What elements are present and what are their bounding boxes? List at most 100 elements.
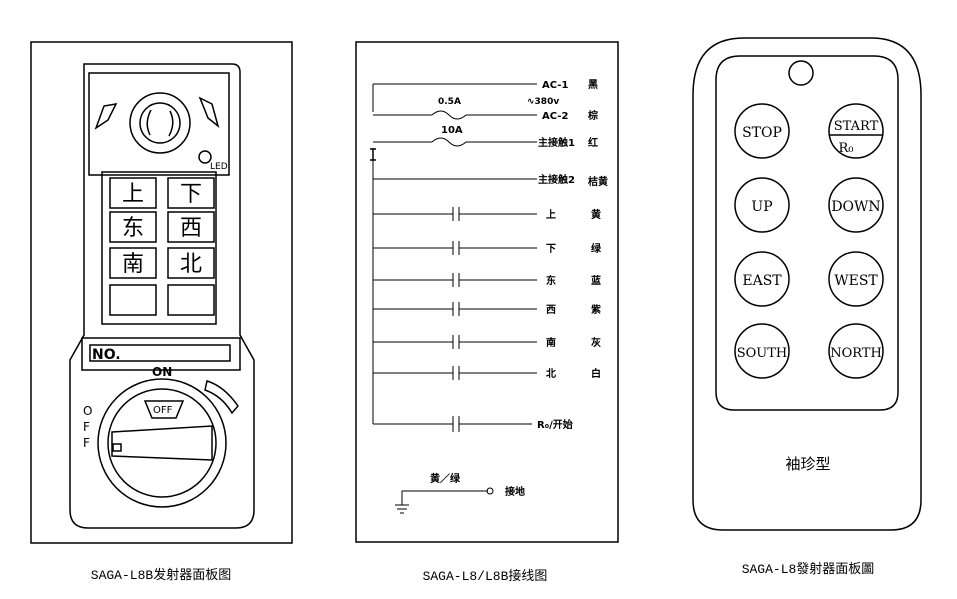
no-label-box [89,344,231,362]
switch-label-4: 南 [546,336,556,349]
off-indicator-label: OFF [153,405,173,416]
fuse1-label: 0.5A [438,97,461,107]
fuse2-symbol [431,137,467,147]
switch-row-2 [373,273,537,287]
switch-color-1: 绿 [591,242,602,255]
left-button-4[interactable] [109,247,157,279]
switch-color-5: 白 [591,367,601,380]
no-label: NO. [92,347,121,363]
off-indicator-box [143,400,185,419]
right-button-label-west: WEST [834,273,878,289]
on-label: ON [152,365,172,379]
right-button-up[interactable] [734,177,790,233]
switch-label-2: 东 [546,274,556,287]
off-side-f1: F [83,420,90,434]
right-button-stop[interactable] [734,103,790,159]
left-button-label-0: 上 [122,182,144,207]
switch-label-1: 下 [546,243,556,255]
start-sub-label: R₀ [839,141,854,156]
right-arrow-icon [198,96,220,129]
on-arrow-icon [204,380,239,415]
bus-terminal [370,148,376,161]
right-button-label-up: UP [751,199,772,215]
left-button-7[interactable] [167,284,215,316]
switch-color-3: 紫 [591,303,601,316]
left-button-grid: 上下东西南北 [109,177,215,316]
switch-row-1 [373,241,537,255]
fuse2-label: 10A [441,125,463,136]
left-button-2[interactable] [109,211,157,243]
right-transmitter-panel [692,37,922,531]
ac1-line [372,83,537,112]
right-button-south[interactable] [734,323,790,379]
switch-rows [373,207,537,380]
ac2-label: AC-2 [542,111,568,122]
right-button-label-stop: STOP [742,125,782,141]
ground-label: 接地 [505,485,525,498]
right-button-down[interactable] [828,177,884,233]
right-button-start[interactable] [828,103,884,159]
ac1-label: AC-1 [542,80,568,91]
middle-panel-frame [355,41,619,543]
switch-marker [112,443,122,452]
left-device-body [69,63,255,529]
switch-color-0: 黄 [591,208,601,221]
right-button-label-north: NORTH [830,346,882,361]
off-side-f2: F [83,436,90,450]
switch-color-2: 蓝 [591,274,601,287]
right-panel-frame [692,37,922,531]
rotation-knob-inner [139,102,181,144]
switch-row-0 [373,207,537,221]
left-button-label-4: 南 [122,252,144,277]
left-button-0[interactable] [109,177,157,209]
left-button-label-3: 西 [180,216,202,241]
switch-color-4: 灰 [591,336,601,349]
button-area [101,171,217,325]
contact-2-label: 主接触2 [538,173,575,186]
left-transmitter-panel: 上下东西南北 [30,41,293,544]
right-button-label-down: DOWN [831,199,880,215]
switch-row-5 [373,366,537,380]
middle-caption: SAGA-L8/L8B接线图 [423,568,548,584]
ground-terminal [486,487,494,495]
ac2-color: 棕 [587,109,598,122]
left-button-1[interactable] [167,177,215,209]
lanyard-hole [788,60,814,86]
led-indicator [198,150,212,164]
start-label: R₀/开始 [537,418,573,431]
switch-row-4 [373,335,537,349]
rotate-arrow-icon-2 [168,110,174,137]
wiring-texts: AC-1 黑 ∿380v AC-2 棕 0.5A 10A 主接触1 红 主接触2… [430,79,608,498]
right-caption: SAGA-L8發射器面板圖 [742,561,875,577]
led-label: LED [210,162,228,172]
left-top-control [88,72,230,176]
key-switch-outer [97,378,227,508]
left-button-3[interactable] [167,211,215,243]
left-arrow-icon [94,103,118,130]
right-button-label-south: SOUTH [737,346,788,361]
wiring-diagram-panel [355,41,619,543]
left-button-6[interactable] [109,284,157,316]
left-caption: SAGA-L8B发射器面板图 [91,567,231,583]
rotate-arrow-icon [146,109,152,136]
key-switch-inner [107,388,217,498]
contact-1-label: 主接触1 [538,136,575,149]
switch-label-5: 北 [546,367,556,380]
ground-symbol [395,490,488,514]
switch-label-3: 西 [546,304,556,316]
voltage-label: ∿380v [527,97,559,107]
switch-row-3 [373,302,537,316]
left-button-5[interactable] [167,247,215,279]
right-button-grid [734,103,884,379]
contact-1-color: 红 [588,136,598,149]
off-side-o: O [83,404,92,418]
left-button-label-5: 北 [180,252,202,277]
lower-panel-top [81,337,241,371]
right-button-east[interactable] [734,251,790,307]
left-button-label-1: 下 [180,182,202,207]
right-button-west[interactable] [828,251,884,307]
contact-2-color: 桔黄 [588,175,608,188]
right-button-north[interactable] [828,323,884,379]
